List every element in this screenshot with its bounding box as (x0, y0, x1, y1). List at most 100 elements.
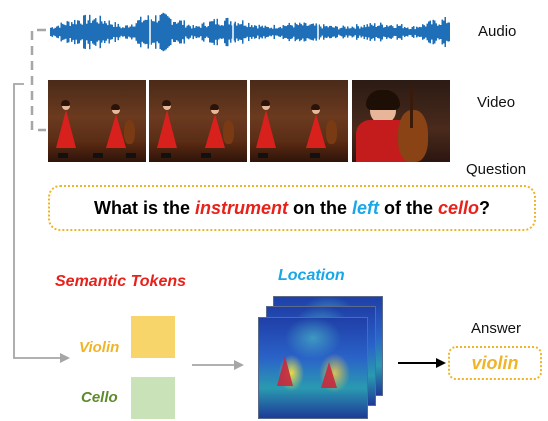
waveform-bar (330, 25, 332, 39)
waveform-bar (341, 27, 343, 37)
waveform-bar (198, 26, 200, 38)
waveform-bar (195, 26, 197, 39)
flow-connector (13, 83, 70, 363)
waveform-bar (222, 25, 224, 39)
waveform-bar (179, 20, 181, 44)
waveform-bar (107, 25, 109, 39)
waveform-bar (183, 20, 185, 44)
waveform-bar (194, 27, 196, 37)
waveform-bar (201, 23, 203, 41)
location-title: Location (278, 267, 345, 284)
waveform-bar (372, 25, 374, 39)
waveform-bar (336, 26, 338, 38)
waveform-bar (83, 15, 85, 49)
waveform-bar (59, 27, 61, 37)
waveform-bar (230, 21, 232, 43)
waveform-bar (261, 25, 263, 39)
waveform-bar (345, 28, 347, 36)
waveform-bar (189, 26, 191, 38)
waveform-bar (78, 20, 80, 44)
waveform-bar (383, 27, 385, 37)
waveform-bar (321, 28, 323, 36)
waveform-bar (399, 25, 401, 39)
waveform-bar (188, 24, 190, 40)
waveform-bar (254, 25, 256, 39)
waveform-bar (162, 12, 164, 52)
waveform-bar (243, 25, 245, 39)
waveform-bar (284, 25, 286, 39)
waveform-bar (419, 26, 421, 37)
modality-bracket (30, 28, 46, 132)
waveform-bar (318, 24, 320, 40)
question-text-2: on the (288, 197, 352, 218)
waveform-bar (290, 25, 292, 39)
waveform-bar (408, 29, 410, 35)
audio-label: Audio (478, 23, 517, 40)
waveform-bar (236, 25, 238, 39)
waveform-bar (126, 25, 128, 39)
waveform-bar (381, 24, 383, 40)
waveform-bar (446, 23, 448, 41)
waveform-bar (296, 24, 298, 40)
waveform-bar (56, 26, 58, 38)
waveform-bar (369, 23, 371, 41)
waveform-bar (402, 28, 404, 36)
waveform-bar (324, 26, 326, 38)
waveform-bar (395, 27, 397, 36)
waveform-bar (191, 28, 193, 36)
waveform-bar (147, 15, 149, 49)
waveform-bar (326, 26, 328, 38)
waveform-bar (180, 20, 182, 44)
waveform-bar (75, 24, 77, 40)
waveform-bar (411, 26, 413, 37)
waveform-bar (377, 26, 379, 38)
waveform-bar (221, 25, 223, 39)
waveform-bar (374, 23, 376, 41)
waveform-bar (444, 17, 446, 47)
waveform-bar (69, 25, 71, 38)
waveform-bar (339, 28, 341, 36)
waveform-bar (351, 26, 353, 38)
waveform-bar (282, 25, 284, 39)
waveform-bar (362, 27, 364, 37)
question-text-3: of the (379, 197, 438, 218)
waveform-bar (287, 25, 289, 39)
waveform-bar (353, 27, 355, 37)
waveform-bar (299, 22, 301, 42)
waveform-bar (260, 26, 262, 38)
waveform-bar (305, 23, 307, 41)
waveform-bar (137, 20, 139, 44)
waveform-bar (54, 27, 56, 37)
waveform-bar (375, 27, 377, 37)
waveform-bar (72, 24, 74, 40)
waveform-bar (102, 23, 104, 41)
waveform-bar (327, 27, 329, 37)
video-frame-4 (352, 80, 450, 162)
waveform-bar (110, 24, 112, 40)
waveform-bar (171, 24, 173, 40)
waveform-bar (146, 20, 148, 44)
waveform-bar (51, 27, 53, 37)
waveform-bar (129, 26, 131, 38)
waveform-bar (426, 23, 428, 41)
waveform-bar (384, 27, 386, 37)
location-heatmap-front (258, 317, 368, 419)
waveform-bar (278, 27, 280, 37)
waveform-bar (449, 22, 450, 42)
waveform-bar (144, 19, 146, 45)
waveform-bar (443, 20, 445, 44)
waveform-bar (285, 26, 287, 38)
waveform-bar (335, 26, 337, 39)
waveform-bar (62, 23, 64, 41)
waveform-bar (347, 26, 349, 38)
waveform-bar (89, 14, 91, 50)
token-square-violin (131, 316, 175, 358)
waveform-bar (131, 24, 133, 40)
waveform-bar (432, 19, 434, 45)
waveform-bar (360, 26, 362, 38)
waveform-bar (267, 27, 269, 37)
waveform-bar (123, 27, 125, 37)
waveform-bar (117, 23, 119, 41)
waveform-bar (396, 24, 398, 40)
waveform-bar (209, 21, 211, 43)
